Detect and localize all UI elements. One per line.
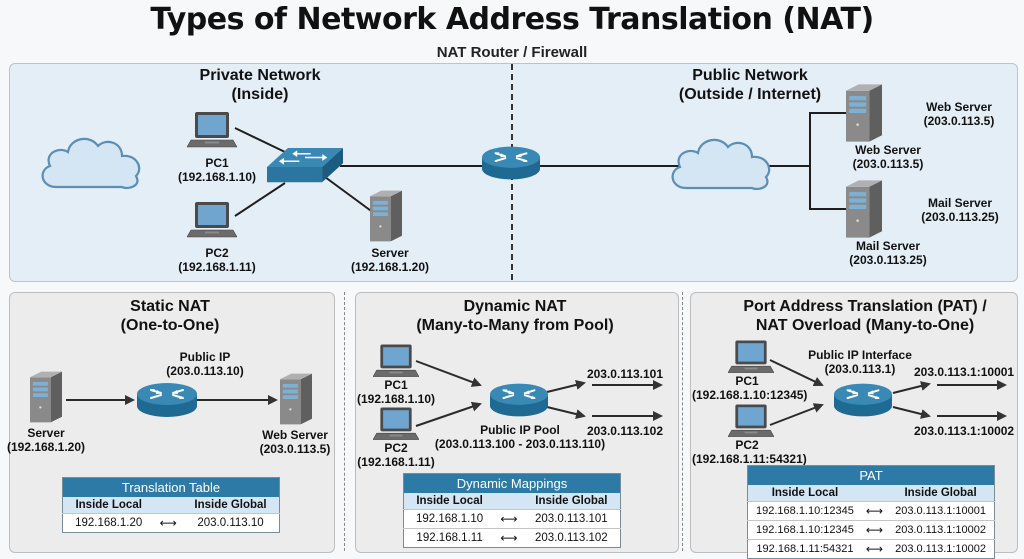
table-row: 192.168.1.10:12345 ⟷ 203.0.113.1:10001: [747, 501, 995, 521]
static-nat-heading: Static NAT(One-to-One): [120, 298, 220, 334]
table-caption: PAT: [747, 465, 995, 485]
pat-pc2-label: PC2(192.168.1.11:54321): [692, 438, 807, 466]
panel-divider: [344, 292, 345, 551]
col-header: Inside Global: [522, 493, 621, 510]
page-title: Types of Network Address Translation (NA…: [150, 2, 874, 37]
public-network-heading: Public Network (Outside / Internet): [678, 67, 822, 103]
dynamic-nat-heading: Dynamic NAT(Many-to-Many from Pool): [416, 298, 614, 334]
table-row: 192.168.1.10:12345 ⟷ 203.0.113.1:10002: [747, 520, 995, 540]
static-source-label: Server(192.168.1.20): [6, 426, 86, 454]
bidirectional-arrow-icon: ⟷: [495, 528, 523, 548]
server-icon: [30, 371, 62, 423]
web-server-label: Web Server(203.0.113.5): [852, 143, 924, 171]
link-pc1-switch: [234, 127, 286, 153]
table-caption: Translation Table: [62, 477, 280, 497]
router-icon: [834, 383, 892, 417]
pc1-label: PC1(192.168.1.10): [177, 156, 257, 184]
dyn-out1-label: 203.0.113.101: [586, 367, 664, 381]
bidirectional-arrow-icon: ⟷: [495, 509, 523, 529]
table-row: 192.168.1.20 ⟷ 203.0.113.10: [62, 513, 280, 533]
cloud-icon: [41, 137, 141, 190]
laptop-icon: [187, 112, 237, 148]
dynamic-mappings-table: Dynamic Mappings Inside Local Inside Glo…: [403, 473, 621, 548]
laptop-icon: [373, 407, 419, 441]
pat-out1-label: 203.0.113.1:10001: [914, 365, 1015, 379]
bidirectional-arrow-icon: ⟷: [861, 539, 888, 559]
laptop-icon: [373, 344, 419, 378]
laptop-icon: [728, 340, 774, 374]
nat-router-label: NAT Router / Firewall: [436, 44, 588, 61]
router-icon: [482, 146, 540, 180]
pat-table: PAT Inside Local Inside Global 192.168.1…: [747, 465, 996, 559]
server-icon: [846, 84, 882, 142]
col-header: Inside Local: [747, 485, 862, 502]
translation-table: Translation Table Inside Local Inside Gl…: [62, 477, 280, 533]
col-header: Inside Local: [62, 497, 155, 514]
pool-label: Public IP Pool(203.0.113.100 - 203.0.113…: [434, 423, 606, 451]
laptop-icon: [187, 202, 237, 238]
private-network-heading: Private Network (Inside): [199, 67, 321, 103]
panel-divider: [682, 292, 683, 551]
col-header: Inside Global: [182, 497, 280, 514]
cloud-icon: [671, 138, 771, 191]
static-dest-label: Web Server(203.0.113.5): [259, 428, 331, 456]
mail-server-label: Mail Server(203.0.113.25): [849, 239, 927, 267]
web-server-side-label: Web Server(203.0.113.5): [923, 100, 995, 128]
mail-server-side-label: Mail Server(203.0.113.25): [921, 196, 999, 224]
pc2-label: PC2(192.168.1.11): [178, 246, 256, 274]
col-header: Inside Global: [887, 485, 995, 502]
link-pc2-switch: [234, 182, 286, 217]
link-server-bus: [809, 112, 852, 210]
server-icon: [280, 373, 312, 425]
static-router-label: Public IP(203.0.113.10): [166, 350, 244, 378]
server-icon: [370, 190, 402, 242]
bidirectional-arrow-icon: ⟷: [861, 520, 888, 540]
pat-heading: Port Address Translation (PAT) /NAT Over…: [743, 298, 987, 334]
table-row: 192.168.1.10 ⟷ 203.0.113.101: [403, 509, 621, 529]
server-icon: [846, 180, 882, 238]
router-icon: [137, 383, 197, 417]
bidirectional-arrow-icon: ⟷: [861, 501, 888, 521]
laptop-icon: [728, 404, 774, 438]
switch-icon: [267, 148, 343, 183]
dyn-pc2-label: PC2(192.168.1.11): [357, 441, 435, 469]
dyn-out2-label: 203.0.113.102: [586, 424, 664, 438]
dyn-pc1-label: PC1(192.168.1.10): [356, 378, 436, 406]
router-icon: [490, 383, 548, 417]
pat-pc1-label: PC1(192.168.1.10:12345): [692, 374, 808, 402]
bidirectional-arrow-icon: ⟷: [154, 513, 183, 533]
table-caption: Dynamic Mappings: [403, 473, 621, 493]
pat-router-label: Public IP Interface(203.0.113.1): [808, 348, 912, 376]
pat-out2-label: 203.0.113.1:10002: [914, 424, 1015, 438]
link-switch-server: [324, 176, 379, 217]
col-header: Inside Local: [403, 493, 496, 510]
server-label: Server(192.168.1.20): [350, 246, 430, 274]
table-row: 192.168.1.11:54321 ⟷ 203.0.113.1:10002: [747, 539, 995, 559]
table-row: 192.168.1.11 ⟷ 203.0.113.102: [403, 528, 621, 548]
